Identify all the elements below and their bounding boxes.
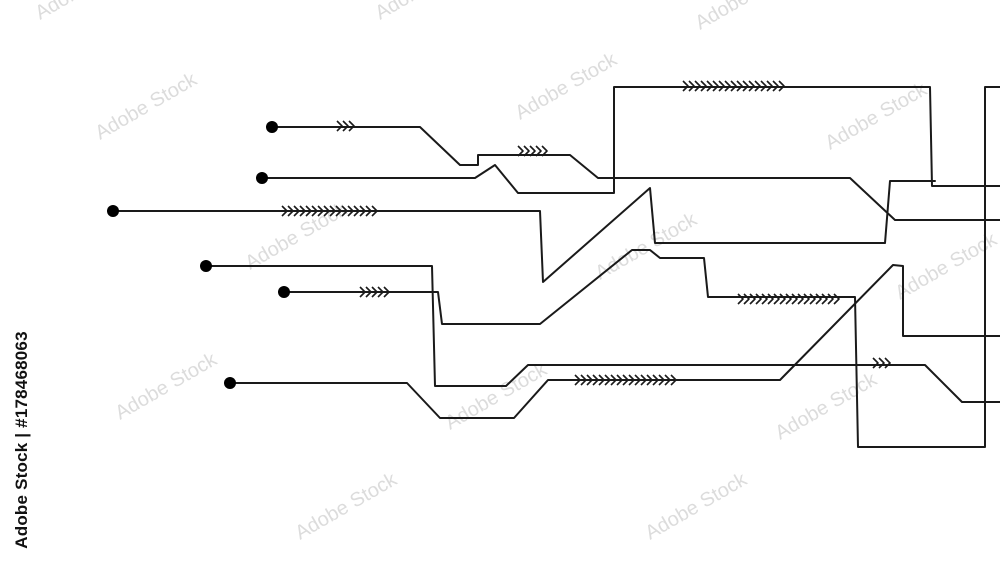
stock-id-text: Adobe Stock | #178468063 <box>12 331 31 549</box>
chevron-arrow-icon <box>872 357 891 369</box>
watermark-text: Adobe Stock <box>112 348 222 424</box>
terminal-node <box>224 377 236 389</box>
watermark-text: Adobe Stock <box>372 0 482 24</box>
terminal-node <box>256 172 268 184</box>
chevron-arrow-icon <box>517 145 548 157</box>
chevron-arrow-icon <box>359 286 390 298</box>
circuit-trace <box>112 180 936 283</box>
terminal-node <box>266 121 278 133</box>
stock-id-label: Adobe Stock | #178468063 <box>10 322 34 558</box>
watermark-text: Adobe Stock <box>772 368 882 444</box>
watermark-text: Adobe Stock <box>822 78 932 154</box>
chevron-arrow-icon <box>336 120 355 132</box>
circuit-trace <box>261 86 1000 194</box>
watermark-text: Adobe Stock <box>292 468 402 544</box>
circuit-trace <box>229 264 1000 419</box>
terminal-node <box>200 260 212 272</box>
chevron-arrow-icon <box>574 374 677 386</box>
chevron-arrow-icon <box>281 205 378 217</box>
watermark-text: Adobe Stock <box>92 68 202 144</box>
watermark-text: Adobe Stock <box>692 0 802 34</box>
terminal-nodes <box>107 121 290 389</box>
watermark-text: Adobe Stock <box>592 208 702 284</box>
chevron-arrow-icon <box>682 80 785 92</box>
watermark-text: Adobe Stock <box>512 48 622 124</box>
chevron-arrow-icon <box>737 293 840 305</box>
circuit-trace <box>283 86 1000 448</box>
terminal-node <box>107 205 119 217</box>
watermark-text: Adobe Stock <box>442 358 552 434</box>
watermark-text: Adobe Stock <box>32 0 142 24</box>
circuit-trace <box>205 265 1000 403</box>
watermark-text: Adobe Stock <box>892 228 1000 304</box>
terminal-node <box>278 286 290 298</box>
watermark-text: Adobe Stock <box>642 468 752 544</box>
circuit-trace <box>271 126 1000 221</box>
arrow-chevrons <box>281 80 891 386</box>
